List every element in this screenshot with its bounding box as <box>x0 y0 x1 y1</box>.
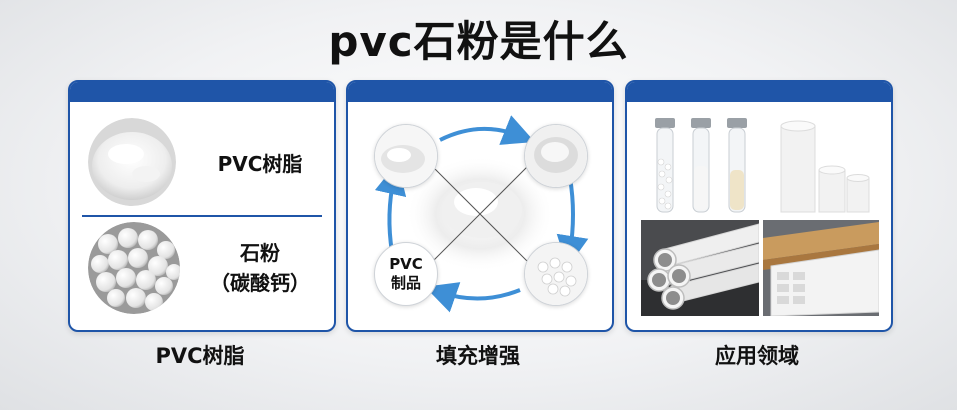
white-rolls-image <box>767 112 877 218</box>
pvc-profiles-image <box>763 220 879 316</box>
card-header-bar <box>627 82 891 102</box>
card-header-bar <box>70 82 334 102</box>
pvc-product-circle: PVC 制品 <box>374 242 438 306</box>
stone-powder-label-line1: 石粉 <box>240 241 280 265</box>
test-tubes-image <box>641 112 761 218</box>
resin-label: PVC树脂 <box>217 152 303 176</box>
granule-sample-icon <box>524 124 588 188</box>
powder-sample-icon <box>374 124 438 188</box>
caption-pvc-resin: PVC树脂 <box>155 344 245 368</box>
pellet-sample-icon <box>524 242 588 306</box>
stone-powder-label: 石粉 （碳酸钙） <box>190 238 330 298</box>
caption-applications: 应用领域 <box>715 344 799 368</box>
pvc-product-label-line2: 制品 <box>390 274 421 292</box>
stone-powder-label-line2: （碳酸钙） <box>210 271 310 295</box>
pellets-icon <box>88 222 180 314</box>
card-applications <box>625 80 893 332</box>
card-filler-reinforcement: PVC 制品 <box>346 80 614 332</box>
cycle-diagram <box>374 115 589 313</box>
card-header-bar <box>348 82 612 102</box>
pvc-pipes-image <box>641 220 759 316</box>
page-title: pvc石粉是什么 <box>328 17 629 66</box>
card-divider <box>82 215 322 217</box>
resin-powder-icon <box>88 118 176 206</box>
card-pvc-resin: PVC树脂 石粉 （碳酸钙） <box>68 80 336 332</box>
pvc-product-label-line1: PVC <box>389 255 423 273</box>
caption-filler-reinforcement: 填充增强 <box>436 344 520 368</box>
